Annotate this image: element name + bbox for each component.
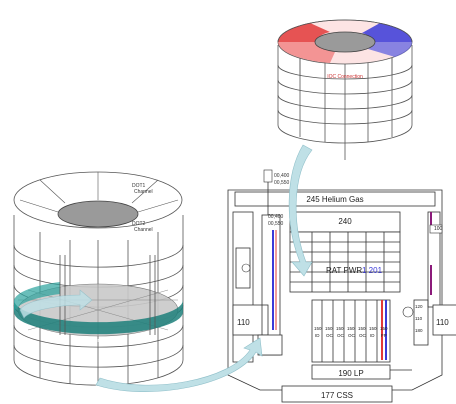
block-100: 100 [434, 226, 443, 232]
left-tag-2: 00,550 [268, 221, 284, 227]
core-row-sublabel: OC [348, 333, 356, 338]
block-177-css: 177 CSS [321, 391, 353, 400]
ioc-connection-bottom-label: IOC Connection [78, 338, 114, 344]
core-row-sublabel: OC [337, 333, 345, 338]
core-row-label: 150 [369, 326, 377, 331]
right-stack-label: 180 [415, 328, 423, 333]
left-tag-1: 00,400 [268, 214, 284, 220]
core-row-label: 150 [358, 326, 366, 331]
core-row-sublabel: ID [315, 333, 320, 338]
block-190-lp: 190 LP [338, 369, 363, 378]
top-tag-2: 00,550 [274, 180, 290, 186]
core-row-sublabel: OC [326, 333, 334, 338]
core-row-label: 150 [347, 326, 355, 331]
rat-pwr-label: RAT PWR [326, 266, 362, 275]
right-stack-label: 110 [415, 316, 423, 321]
right-stack-label: 120 [415, 304, 423, 309]
reactor-schematic: 00,400 00,550 00,400 00,550 245 Helium G… [228, 170, 456, 402]
ioc-connection-top-label: IOC Connection [327, 74, 363, 80]
core-row-sublabel: FP [381, 333, 387, 338]
block-240-label: 240 [338, 217, 352, 226]
rat-pwr-suffix: 1 201 [362, 266, 383, 275]
core-row-label: 150 [314, 326, 322, 331]
core-row-sublabel: OC [359, 333, 367, 338]
core-row-label: 150 [325, 326, 333, 331]
core-row-label: 150 [380, 326, 388, 331]
core-row-sublabel: ID [370, 333, 375, 338]
top-cylinder: IOC Connection [278, 20, 412, 160]
helium-gas-label: 245 Helium Gas [306, 195, 363, 204]
block-110-right: 110 [436, 318, 449, 327]
block-110-left: 110 [237, 318, 250, 327]
core-row-label: 150 [336, 326, 344, 331]
top-tag-1: 00,400 [274, 173, 290, 179]
